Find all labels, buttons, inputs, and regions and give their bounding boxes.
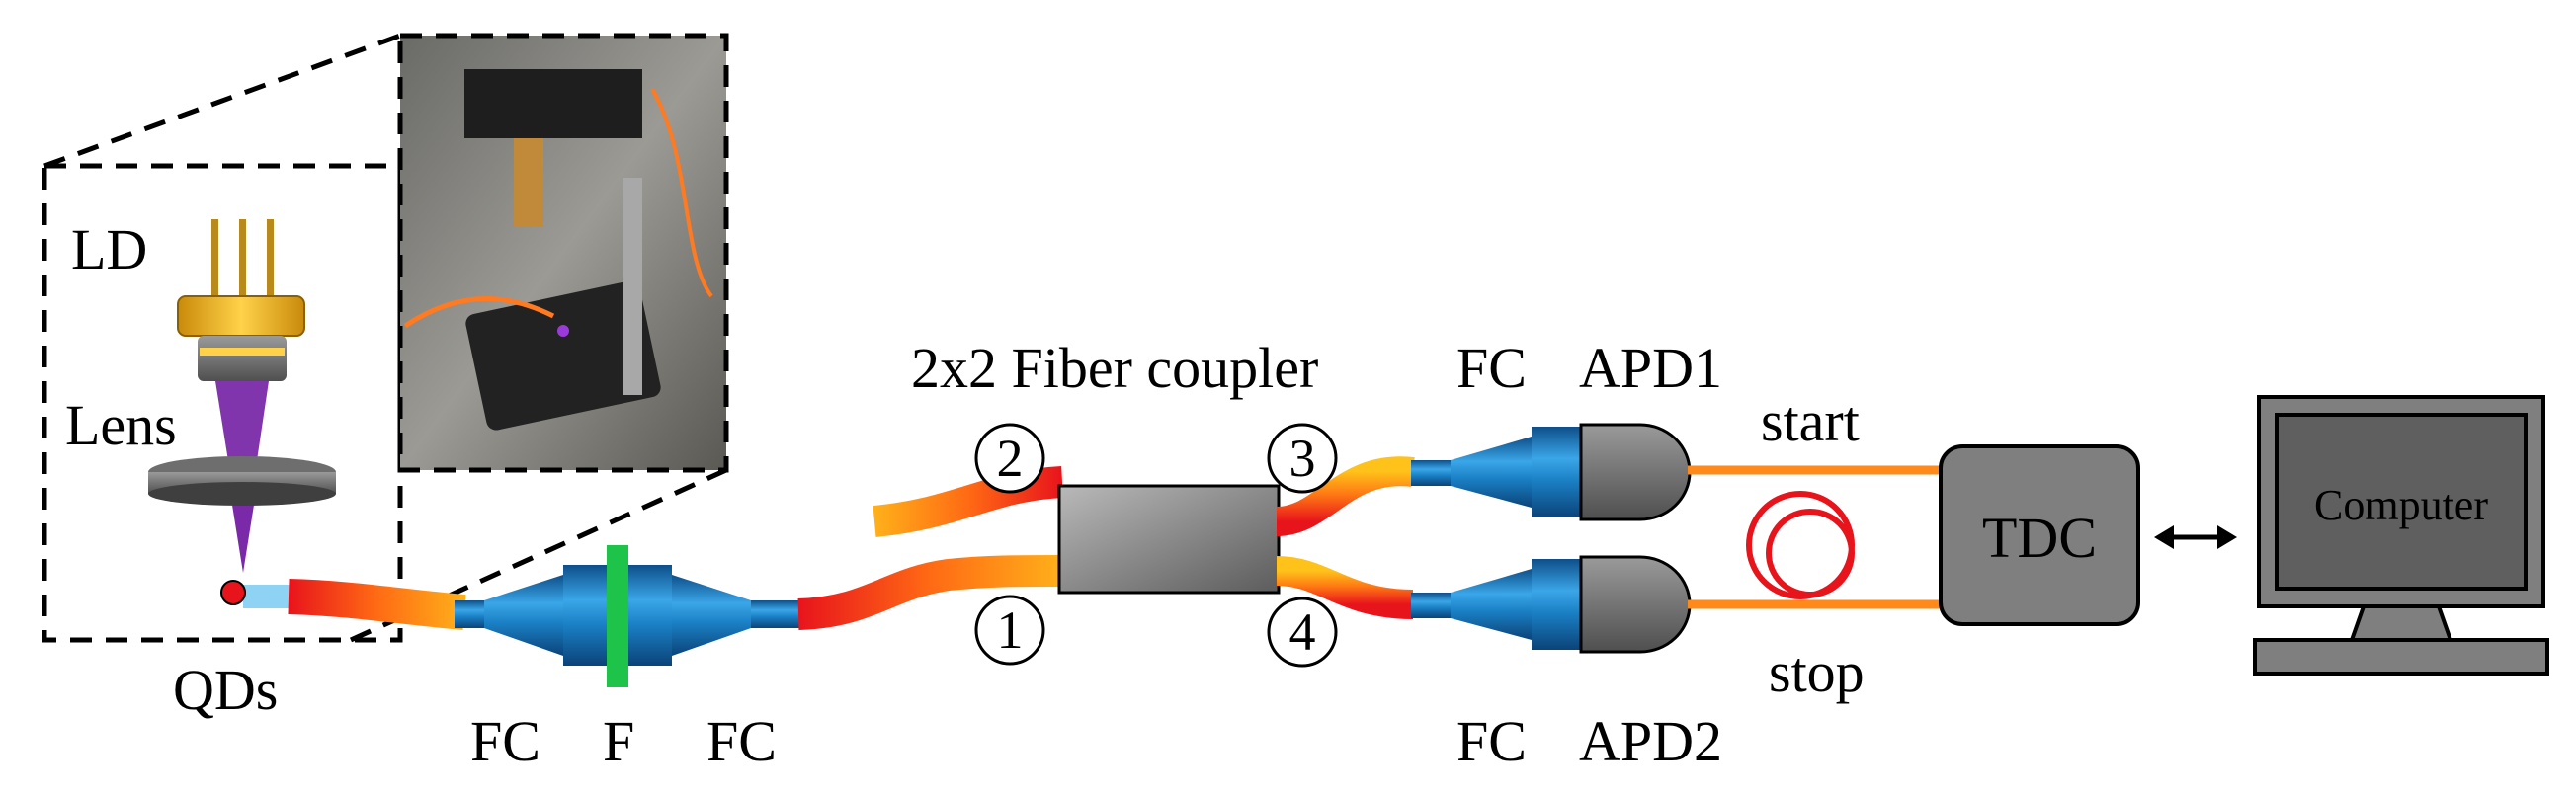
fiber-input [288, 579, 466, 630]
label-apd2: APD2 [1579, 709, 1722, 773]
label-qds: QDs [173, 658, 278, 722]
port-4: 4 [1267, 597, 1338, 668]
optical-filter [607, 545, 628, 687]
label-filter: F [603, 709, 634, 773]
port-3: 3 [1267, 423, 1338, 494]
fiber-collimator-bottom [1411, 559, 1581, 650]
apd1 [1579, 423, 1692, 521]
label-tdc: TDC [1982, 506, 2097, 570]
fiber-coupler [1057, 484, 1281, 595]
label-apd1: APD1 [1579, 336, 1722, 400]
qd-dot [220, 580, 246, 605]
fiber-port-3 [1275, 456, 1415, 536]
tdc-box [1939, 444, 2140, 626]
bidirectional-arrow-icon [2154, 525, 2237, 549]
port-2-label: 2 [997, 429, 1024, 488]
laser-diode [177, 219, 305, 381]
port-2: 2 [974, 423, 1045, 494]
fiber-collimator-top [1411, 427, 1581, 517]
delay-loop [1746, 491, 1855, 599]
label-fc-left-2: FC [706, 709, 777, 773]
fiber-to-port-1 [797, 555, 1063, 630]
zoom-line-top [43, 33, 401, 169]
port-4-label: 4 [1289, 602, 1316, 662]
fiber-port-4 [1276, 556, 1414, 619]
fiber-collimator-left-2 [628, 565, 800, 666]
label-fc-left-1: FC [470, 709, 540, 773]
label-fc-bottom: FC [1456, 709, 1527, 773]
fiber-tip [243, 585, 292, 608]
label-coupler: 2x2 Fiber coupler [911, 336, 1318, 400]
label-stop: stop [1769, 640, 1865, 704]
label-start: start [1761, 389, 1860, 453]
label-computer: Computer [2314, 481, 2488, 529]
label-fc-top: FC [1456, 336, 1527, 400]
port-1-label: 1 [997, 600, 1024, 660]
apd2 [1579, 555, 1692, 654]
lens [148, 456, 336, 506]
port-3-label: 3 [1289, 429, 1316, 488]
setup-photo-icon [397, 33, 729, 473]
fiber-port-2 [873, 466, 1064, 537]
fiber-collimator-left-1 [455, 565, 607, 666]
port-1: 1 [974, 595, 1045, 666]
label-lens: Lens [65, 393, 177, 457]
label-ld: LD [71, 217, 147, 281]
computer-monitor-icon [2253, 395, 2549, 676]
inset-box [42, 163, 403, 643]
